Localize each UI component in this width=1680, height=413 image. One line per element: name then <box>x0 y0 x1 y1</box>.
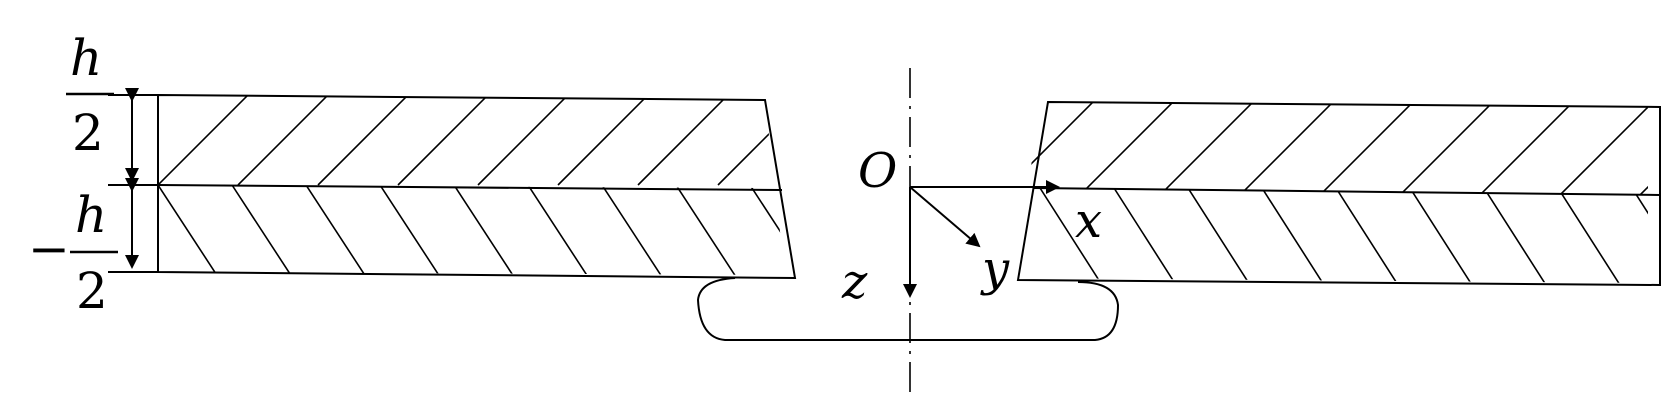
x-axis-label: x <box>1075 193 1102 249</box>
left-bottom-layer-hatch <box>158 185 785 275</box>
top-fraction-label: h 2 <box>66 29 114 162</box>
left-plate-outline <box>157 93 797 280</box>
y-axis-arrow <box>909 186 981 248</box>
left-top-layer-hatch <box>158 95 775 186</box>
z-axis-label: z <box>841 254 868 310</box>
y-axis-label: y <box>980 241 1010 297</box>
right-plate-outline <box>1016 100 1661 287</box>
right-bottom-layer-hatch <box>1039 188 1648 283</box>
bottom-fraction-label: h − 2 <box>28 186 118 320</box>
thickness-dimension <box>108 88 158 273</box>
bottom-fraction-minus-sign: − <box>28 220 70 278</box>
bottom-fraction-numerator: h <box>75 186 107 244</box>
top-fraction-denominator: 2 <box>72 104 104 162</box>
top-fraction-numerator: h <box>70 29 102 87</box>
bottom-pod-outline <box>696 277 1120 341</box>
origin-label: O <box>858 143 897 199</box>
right-top-layer-hatch <box>1028 102 1648 195</box>
bottom-fraction-denominator: 2 <box>76 262 108 320</box>
